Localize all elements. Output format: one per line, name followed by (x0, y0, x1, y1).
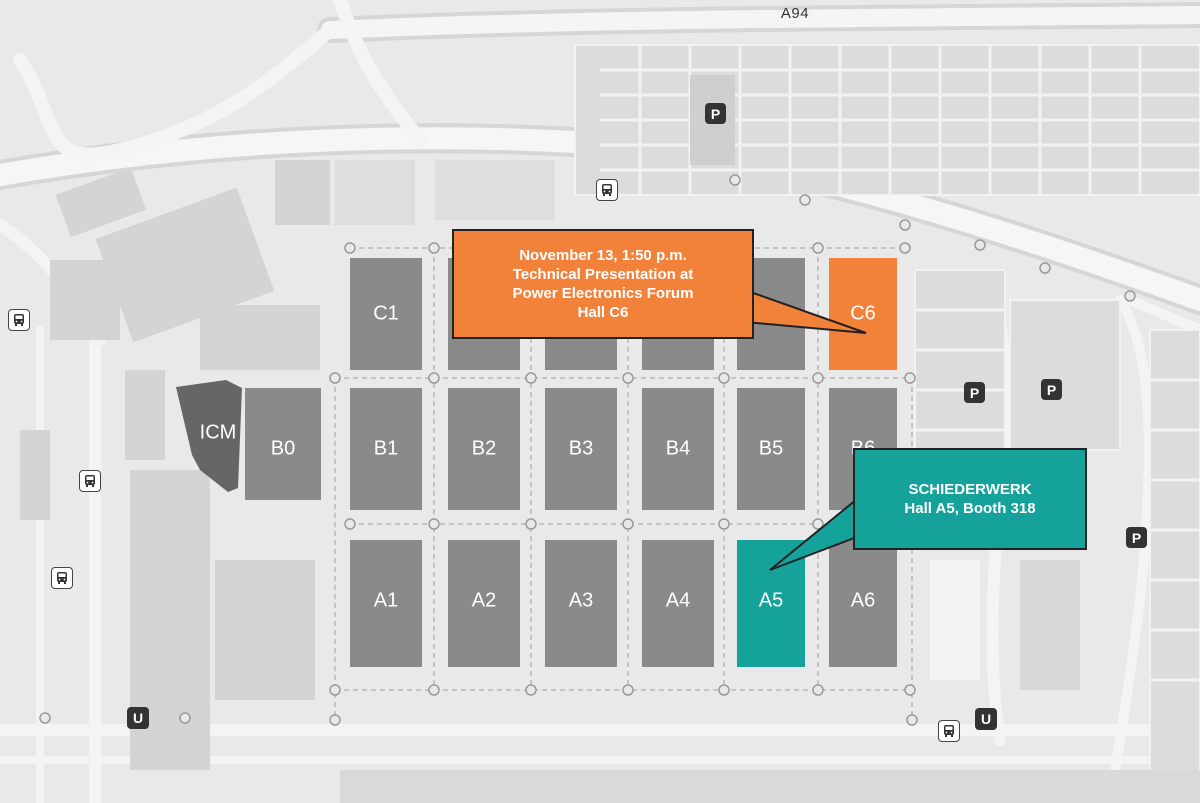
hall-label-a4: A4 (666, 589, 690, 611)
hall-label-b4: B4 (666, 437, 690, 459)
road-label-a94: A94 (781, 5, 809, 22)
hall-label-b1: B1 (374, 437, 398, 459)
walkway-nodes (39, 174, 1136, 726)
hall-a1[interactable] (350, 540, 422, 667)
parking-icon: P (964, 382, 985, 403)
hall-c1[interactable] (350, 258, 422, 370)
bus-icon (596, 179, 618, 201)
callout-booth-line1: SCHIEDERWERK (908, 481, 1032, 498)
callout-presentation: November 13, 1:50 p.m. Technical Present… (452, 229, 754, 339)
hall-label-icm: ICM (200, 421, 237, 443)
hall-b2[interactable] (448, 388, 520, 510)
hall-a3[interactable] (545, 540, 617, 667)
callout-presentation-line2: Technical Presentation at (512, 266, 694, 283)
hall-label-a6: A6 (851, 589, 875, 611)
parking-icon: P (1041, 379, 1062, 400)
hall-a4[interactable] (642, 540, 714, 667)
hall-a2[interactable] (448, 540, 520, 667)
parking-icon: P (1126, 527, 1147, 548)
bus-icon (8, 309, 30, 331)
hall-b5[interactable] (737, 388, 805, 510)
hall-label-c1: C1 (373, 302, 399, 324)
hall-b0[interactable] (245, 388, 321, 500)
callout-booth: SCHIEDERWERK Hall A5, Booth 318 (853, 448, 1087, 550)
hall-label-a3: A3 (569, 589, 593, 611)
hall-icm[interactable] (176, 380, 242, 492)
parking-icon: P (705, 103, 726, 124)
subway-icon: U (127, 707, 149, 729)
bus-icon (938, 720, 960, 742)
background-buildings (20, 160, 1200, 803)
callout-booth-line2: Hall A5, Booth 318 (904, 500, 1036, 517)
bus-icon (51, 567, 73, 589)
hall-a6[interactable] (829, 540, 897, 667)
bus-icon (79, 470, 101, 492)
hall-b1[interactable] (350, 388, 422, 510)
hall-b4[interactable] (642, 388, 714, 510)
callout-presentation-line1: November 13, 1:50 p.m. (519, 247, 687, 264)
hall-label-a1: A1 (374, 589, 398, 611)
callout-presentation-line4: Hall C6 (577, 304, 629, 321)
hall-label-a5: A5 (759, 589, 783, 611)
hall-label-b5: B5 (759, 437, 783, 459)
hall-label-c6: C6 (850, 302, 876, 324)
callout-presentation-line3: Power Electronics Forum (512, 285, 694, 302)
hall-label-b0: B0 (271, 437, 295, 459)
subway-icon: U (975, 708, 997, 730)
hall-label-b2: B2 (472, 437, 496, 459)
hall-b3[interactable] (545, 388, 617, 510)
hall-label-b3: B3 (569, 437, 593, 459)
hall-c6[interactable] (829, 258, 897, 370)
hall-label-a2: A2 (472, 589, 496, 611)
